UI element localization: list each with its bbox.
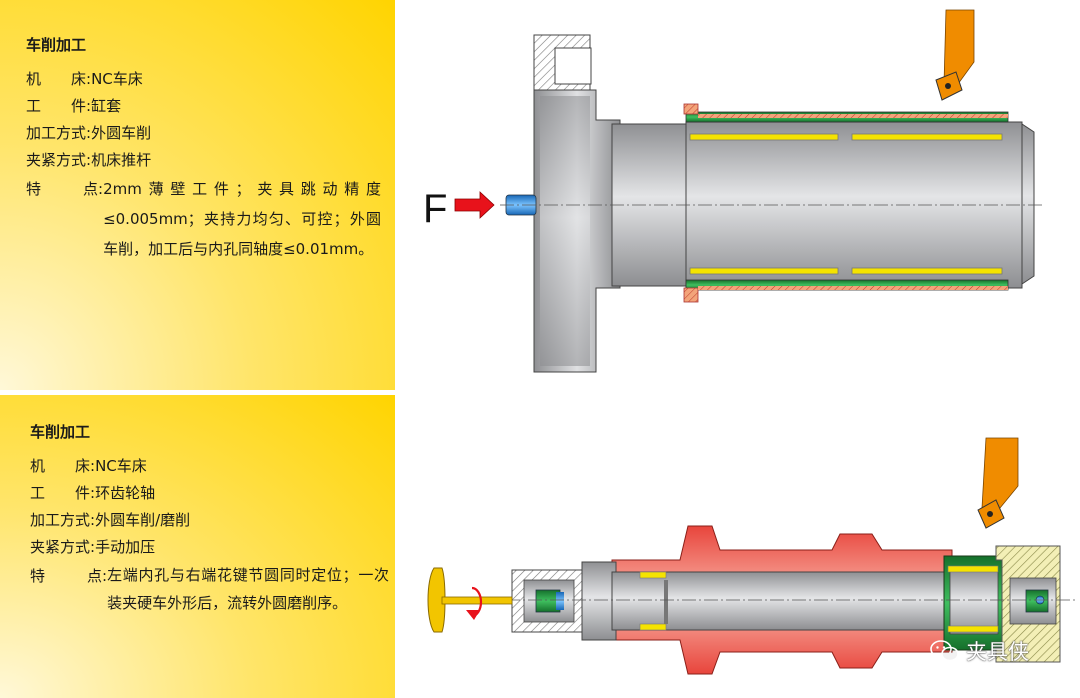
bottom-clamp-value: 手动加压 xyxy=(95,538,156,556)
bottom-info-panel: 车削加工 机床:NC车床 工件:环齿轮轴 加工方式:外圆车削/磨削 夹紧方式:手… xyxy=(0,395,395,698)
top-machine-value: NC车床 xyxy=(91,70,143,88)
bottom-fixture-drawing xyxy=(427,437,1075,675)
top-fixture-drawing: F xyxy=(423,9,1042,373)
bottom-cutting-tool xyxy=(977,437,1019,529)
bottom-workpiece-value: 环齿轮轴 xyxy=(95,484,156,502)
bottom-mandrel xyxy=(611,571,965,631)
top-info-panel: 车削加工 机床:NC车床 工件:缸套 加工方式:外圆车削 夹紧方式:机床推杆 特… xyxy=(0,0,395,390)
force-label: F xyxy=(423,187,447,231)
bottom-method-row: 加工方式:外圆车削/磨削 xyxy=(30,507,395,534)
top-heading: 车削加工 xyxy=(26,36,87,54)
bottom-machine-row: 机床:NC车床 xyxy=(30,453,395,480)
bottom-notes-value: 左端内孔与右端花键节圆同时定位；一次装夹硬车外形后，流转外圆磨削序。 xyxy=(107,566,390,612)
t-handle-icon xyxy=(427,567,513,633)
top-method-row: 加工方式:外圆车削 xyxy=(26,120,395,147)
bottom-workpiece-row: 工件:环齿轮轴 xyxy=(30,480,395,507)
top-workpiece-value: 缸套 xyxy=(91,97,122,115)
top-machine-row: 机床:NC车床 xyxy=(26,66,395,93)
bottom-clamp-row: 夹紧方式:手动加压 xyxy=(30,534,395,561)
watermark-text: 夹具侠 xyxy=(966,640,1029,664)
bottom-heading: 车削加工 xyxy=(30,423,91,441)
bottom-machine-value: NC车床 xyxy=(95,457,147,475)
top-method-value: 外圆车削 xyxy=(91,124,152,142)
top-clamp-value: 机床推杆 xyxy=(91,151,152,169)
rotation-arrow-icon xyxy=(466,586,483,620)
force-arrow-icon xyxy=(454,191,495,219)
watermark: 夹具侠 xyxy=(930,636,1029,666)
top-cutting-tool xyxy=(935,9,975,101)
top-flange xyxy=(533,34,621,373)
top-notes-row: 特点:2mm薄壁工件；夹具跳动精度≤0.005mm；夹持力均匀、可控；外圆车削，… xyxy=(26,174,395,264)
bottom-method-value: 外圆车削/磨削 xyxy=(95,511,191,529)
top-clamp-row: 夹紧方式:机床推杆 xyxy=(26,147,395,174)
wechat-icon xyxy=(930,640,959,662)
top-notes-value: 2mm薄壁工件；夹具跳动精度≤0.005mm；夹持力均匀、可控；外圆车削，加工后… xyxy=(103,180,382,258)
top-workpiece-row: 工件:缸套 xyxy=(26,93,395,120)
bottom-notes-row: 特点:左端内孔与右端花键节圆同时定位；一次装夹硬车外形后，流转外圆磨削序。 xyxy=(30,561,395,617)
